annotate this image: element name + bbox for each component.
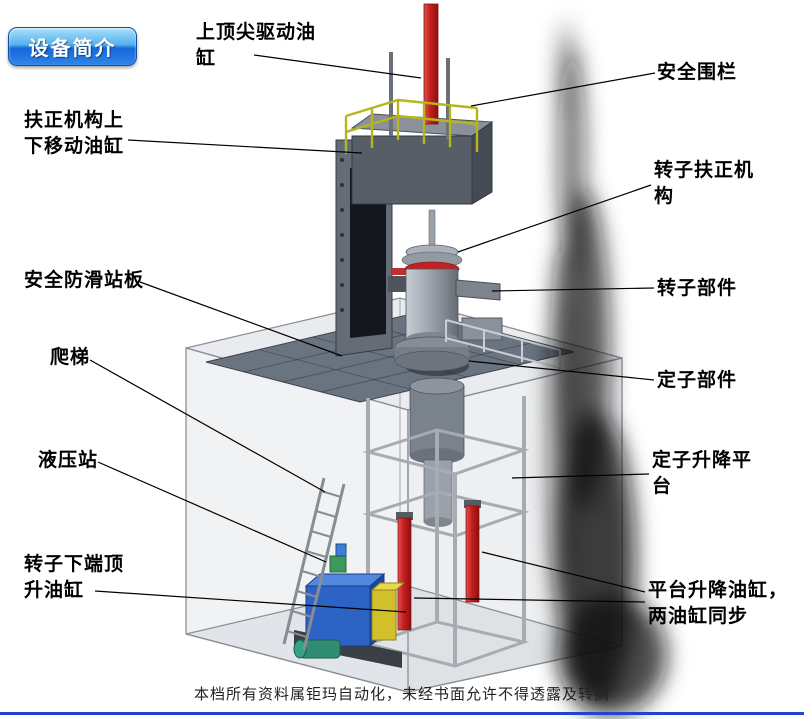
leader-safety-fence (470, 72, 656, 107)
leader-platform-lift-cylinders-a (481, 551, 646, 593)
label-safety-fence: 安全围栏 (657, 62, 738, 83)
label-stator-lift-platform: 定子升降平台 (652, 450, 753, 498)
label-anti-slip-standing-plate: 安全防滑站板 (24, 270, 145, 291)
label-platform-lift-cylinders: 平台升降油缸，两油缸同步 (648, 580, 789, 628)
deck-fence (445, 319, 561, 372)
label-hydraulic-station: 液压站 (38, 450, 99, 471)
shadow-smudge (548, 20, 667, 715)
label-ladder: 爬梯 (50, 347, 91, 368)
label-rotor-component: 转子部件 (657, 278, 738, 299)
leader-centering-mech-lift-cylinder (127, 139, 363, 154)
leader-platform-lift-cylinders-b (413, 597, 646, 603)
top-drive-cylinder (389, 3, 450, 140)
bottom-rule (0, 712, 804, 715)
leader-ladder (89, 359, 326, 493)
safety-railing (344, 98, 479, 154)
label-stator-component: 定子部件 (657, 370, 738, 391)
leader-rotor-bottom-jack-cylinder (94, 590, 407, 613)
leader-rotor-component (491, 287, 655, 292)
leader-rotor-centering-mechanism (457, 184, 652, 253)
title-badge: 设备简介 (8, 27, 137, 66)
label-rotor-bottom-jack-cylinder: 转子下端顶升油缸 (24, 554, 125, 602)
leader-top-center-drive-cylinder (253, 54, 422, 79)
platform-lift-cylinders-graphic (396, 500, 481, 631)
title-badge-label: 设备简介 (28, 38, 117, 60)
leader-anti-slip-standing-plate (139, 281, 343, 357)
label-rotor-centering-mechanism: 转子扶正机构 (654, 160, 755, 208)
label-top-center-drive-cylinder: 上顶尖驱动油缸 (196, 22, 317, 70)
footer-confidentiality-note: 本档所有资料属钜玛自动化，未经书面允许不得透露及转摘 (193, 686, 610, 703)
label-centering-mech-lift-cylinder: 扶正机构上下移动油缸 (24, 110, 125, 158)
leader-stator-lift-platform (511, 473, 650, 479)
hydraulic-station-unit (293, 543, 406, 668)
leader-hydraulic-station (97, 461, 327, 563)
leader-lines (89, 54, 656, 613)
stator-part (409, 377, 465, 527)
leader-stator-component (468, 360, 655, 381)
